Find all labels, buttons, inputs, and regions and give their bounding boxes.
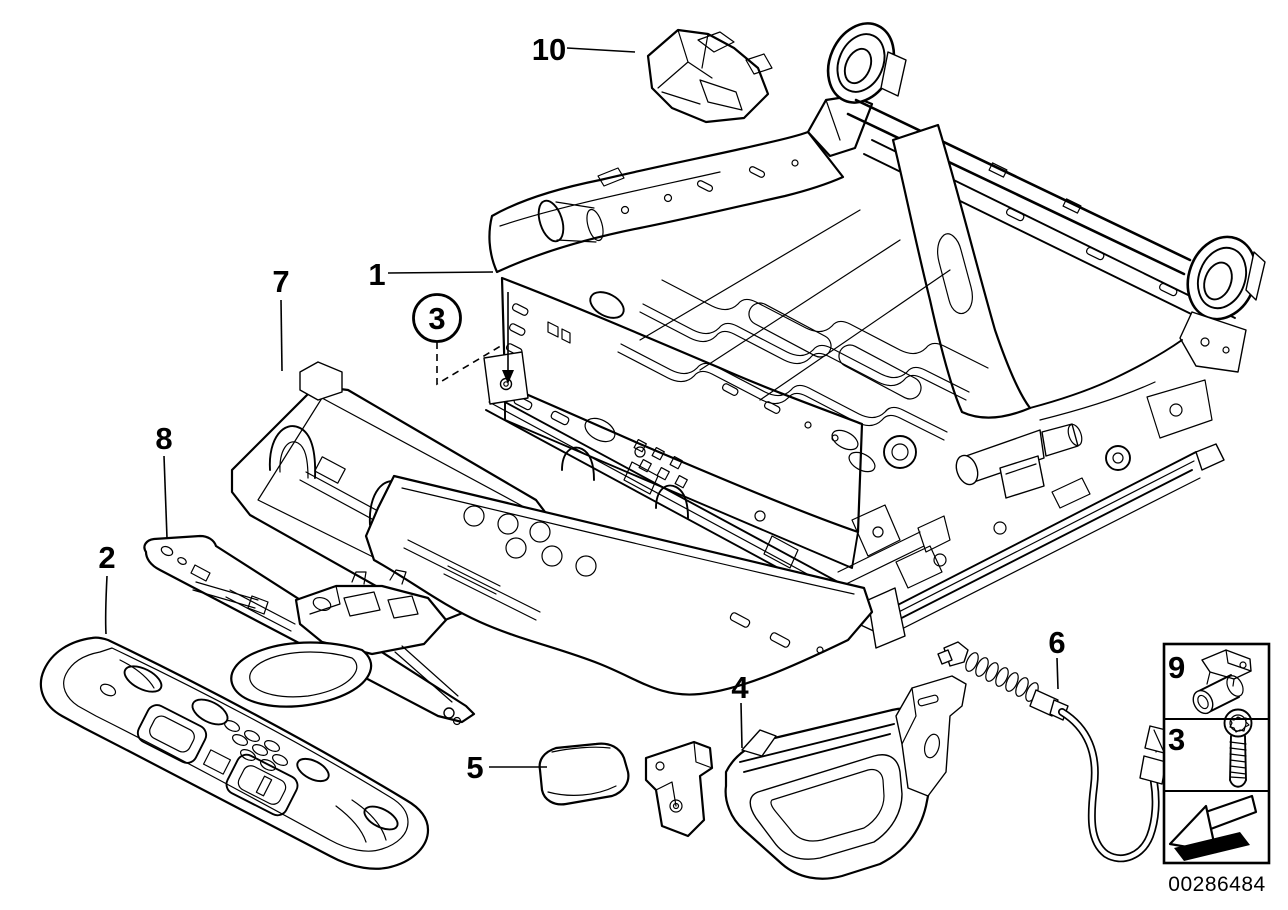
callout-1[interactable]: 1 <box>368 257 494 292</box>
leader-line <box>566 47 636 53</box>
part-2-floor-panel-drawing <box>39 636 430 870</box>
part-5-cap-drawing <box>538 742 630 806</box>
part-10-bracket-drawing <box>646 28 773 124</box>
direction-arrow-icon <box>1168 794 1258 861</box>
leader-line <box>1056 657 1059 690</box>
legend-box: 9 3 <box>1162 642 1271 865</box>
callout-2[interactable]: 2 <box>98 540 116 635</box>
callout-label[interactable]: 3 <box>428 301 445 336</box>
callout-6[interactable]: 6 <box>1048 625 1066 690</box>
right-slide-rail <box>867 379 1225 649</box>
callout-label[interactable]: 1 <box>368 257 385 292</box>
pointer-dashed-line <box>436 342 505 386</box>
doc-number: 00286484 <box>1168 873 1265 896</box>
cable-spring-coil <box>965 652 1039 702</box>
callout-label[interactable]: 10 <box>532 32 566 67</box>
part-4-trim-drawing <box>644 675 967 880</box>
leader-line <box>740 702 743 749</box>
pointer-arrowhead <box>502 370 514 384</box>
callout-label[interactable]: 5 <box>466 750 483 785</box>
callout-8[interactable]: 8 <box>155 421 173 539</box>
pan-slot-cluster <box>633 438 688 489</box>
suspension-springs <box>617 209 989 473</box>
callout-10[interactable]: 10 <box>532 32 636 67</box>
leader-line <box>163 455 168 539</box>
callout-4[interactable]: 4 <box>731 670 749 749</box>
panel-hole-cluster <box>223 719 289 772</box>
legend-label[interactable]: 9 <box>1168 650 1185 685</box>
callout-5[interactable]: 5 <box>466 750 547 785</box>
legend-item-9[interactable]: 9 <box>1168 649 1252 717</box>
legend-item-direction[interactable] <box>1168 794 1258 861</box>
under-tray-drawing <box>364 446 874 696</box>
leader-line <box>104 575 108 635</box>
leader-line <box>280 299 283 372</box>
callout-label[interactable]: 7 <box>272 264 289 299</box>
callout-circle[interactable] <box>412 293 462 343</box>
callout-label[interactable]: 6 <box>1048 625 1065 660</box>
leader-line <box>387 271 494 274</box>
callout-7[interactable]: 7 <box>272 264 290 372</box>
legend-item-3[interactable]: 3 <box>1168 708 1253 788</box>
callout-label[interactable]: 4 <box>731 670 749 705</box>
t-head-bolt-icon <box>1192 649 1252 715</box>
seat-motor <box>955 423 1083 499</box>
callout-3-circled[interactable]: 3 <box>412 292 515 386</box>
callout-label[interactable]: 2 <box>98 540 115 575</box>
part-6-cable-drawing <box>937 641 1175 863</box>
callout-label[interactable]: 8 <box>155 421 172 456</box>
callouts: 10 1 3 7 8 2 5 4 <box>98 32 1065 785</box>
torx-screw-icon <box>1223 708 1253 788</box>
height-adjuster-drawing <box>192 569 459 708</box>
legend-label[interactable]: 3 <box>1168 722 1185 757</box>
